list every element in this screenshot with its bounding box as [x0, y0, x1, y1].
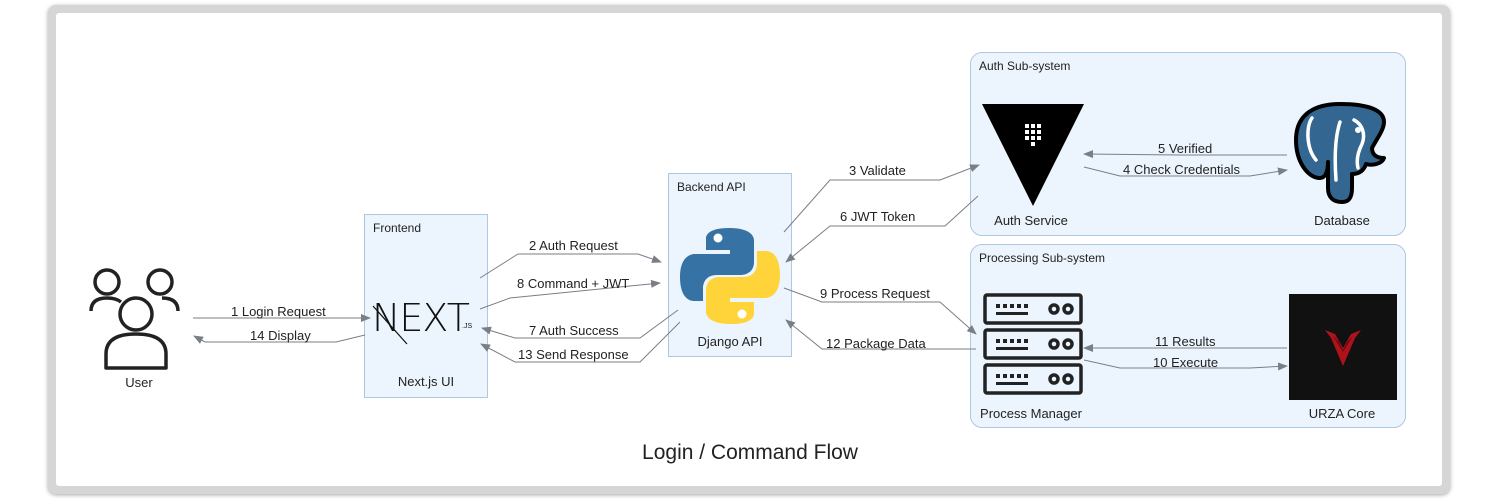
node-label-auth-service: Auth Service: [994, 213, 1068, 228]
edge-label-7: 7 Auth Success: [529, 323, 619, 338]
edge-2-auth-request: [479, 253, 662, 279]
edge-12-package-data: [785, 319, 976, 350]
nextjs-logo-text: NEXT: [372, 296, 470, 340]
edge-label-9: 9 Process Request: [820, 286, 930, 301]
vault-icon: [982, 104, 1084, 206]
edge-label-1: 1 Login Request: [231, 304, 326, 319]
edge-label-12: 12 Package Data: [826, 336, 926, 351]
cluster-auth-label: Auth Sub-system: [979, 59, 1071, 73]
edge-8-command-jwt: [479, 279, 661, 310]
edge-label-5: 5 Verified: [1158, 141, 1213, 156]
edge-6-jwt-token: [785, 195, 979, 263]
edge-label-6: 6 JWT Token: [840, 209, 916, 224]
edge-label-3: 3 Validate: [849, 163, 906, 178]
edge-9-process-request: [783, 287, 977, 335]
node-label-user: User: [125, 375, 153, 390]
edge-3-validate: [783, 164, 980, 233]
node-label-urza: URZA Core: [1308, 406, 1376, 421]
edge-label-8: 8 Command + JWT: [517, 276, 630, 291]
edge-4-check-credentials: [1083, 166, 1288, 177]
python-logo: [680, 228, 780, 324]
node-label-process-manager: Process Manager: [980, 406, 1082, 421]
users-icon: [89, 268, 180, 370]
edge-5-verified: [1083, 150, 1287, 159]
edge-14-display: [193, 334, 366, 344]
edge-7-auth-success: [481, 309, 679, 339]
urza-logo: [1289, 294, 1397, 400]
node-label-django: Django API: [697, 334, 763, 349]
edge-label-11: 11 Results: [1155, 334, 1216, 349]
cluster-frontend: Frontend: [364, 214, 488, 398]
cluster-frontend-label: Frontend: [373, 221, 422, 235]
postgresql-icon: [1294, 102, 1386, 204]
nextjs-logo-suffix: .JS: [462, 323, 473, 330]
edge-10-execute: [1083, 359, 1288, 371]
edge-label-10: 10 Execute: [1153, 355, 1219, 370]
nextjs-logo: NEXT .JS: [370, 290, 486, 350]
node-label-database: Database: [1314, 213, 1370, 228]
edge-label-2: 2 Auth Request: [529, 238, 618, 253]
diagram-title: Login / Command Flow: [642, 441, 858, 464]
server-rack-icon: [983, 293, 1083, 395]
node-label-nextjs: Next.js UI: [397, 374, 455, 389]
edge-label-4: 4 Check Credentials: [1123, 162, 1241, 177]
edge-label-14: 14 Display: [250, 328, 311, 343]
edge-13-send-response: [480, 321, 681, 363]
edge-label-13: 13 Send Response: [518, 347, 629, 362]
cluster-backend-label: Backend API: [677, 180, 746, 194]
cluster-processing-label: Processing Sub-system: [979, 251, 1106, 265]
